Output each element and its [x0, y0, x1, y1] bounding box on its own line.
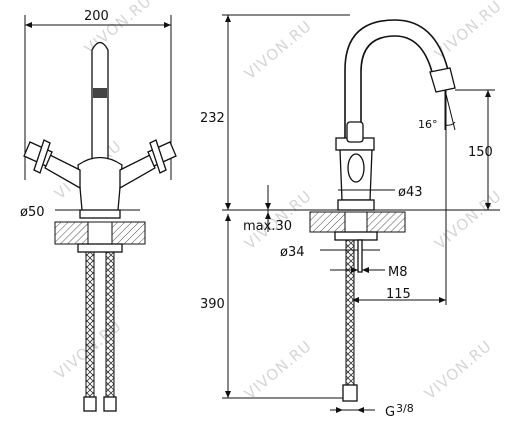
mounting-nut	[77, 243, 123, 253]
aerator	[93, 88, 107, 98]
base-ring	[79, 209, 121, 219]
nut-side	[334, 231, 378, 241]
right-cross-handle	[147, 139, 177, 174]
side-view: 232 390 16° 150 ø43	[200, 14, 500, 420]
dimension-connection: G	[385, 405, 395, 420]
left-cross-handle	[23, 139, 53, 174]
dimension-thread: M8	[388, 265, 408, 280]
dimension-spout-angle: 16°	[418, 118, 438, 131]
watermark: VIVON.RU	[241, 337, 315, 403]
dimension-base-diameter: ø50	[20, 205, 45, 220]
spout-tip	[429, 67, 456, 93]
spout-front	[91, 41, 109, 186]
left-arm	[44, 154, 81, 190]
dimension-max-thickness: max.30	[243, 219, 292, 234]
front-view: 200 ø50	[20, 9, 177, 412]
dimension-hose-length: 390	[200, 297, 225, 312]
hose-fitting-right	[103, 396, 117, 412]
body-detail	[347, 153, 365, 183]
hose-left	[85, 251, 95, 398]
threaded-rod	[357, 239, 363, 273]
dimension-spout-height: 150	[468, 145, 493, 160]
handle-cap-side	[346, 121, 364, 143]
hose-fitting-left	[83, 396, 97, 412]
gooseneck-outer	[344, 19, 449, 140]
watermark: VIVON.RU	[431, 187, 505, 253]
gooseneck-inner	[360, 35, 433, 140]
watermark: VIVON.RU	[241, 17, 315, 83]
dimension-connection-fraction: 3/8	[396, 402, 414, 415]
body-front	[77, 156, 123, 216]
hose-fitting-side	[342, 384, 358, 402]
dimension-body-diameter: ø43	[398, 185, 423, 200]
hose-side	[345, 239, 355, 401]
dimension-reach: 115	[386, 287, 411, 302]
base-side	[337, 199, 375, 211]
dimension-width: 200	[84, 9, 109, 24]
dimension-height: 232	[200, 111, 225, 126]
right-arm	[119, 154, 156, 190]
watermark: VIVON.RU	[421, 337, 495, 403]
dimension-shank-diameter: ø34	[280, 245, 305, 260]
hose-right	[105, 251, 115, 398]
